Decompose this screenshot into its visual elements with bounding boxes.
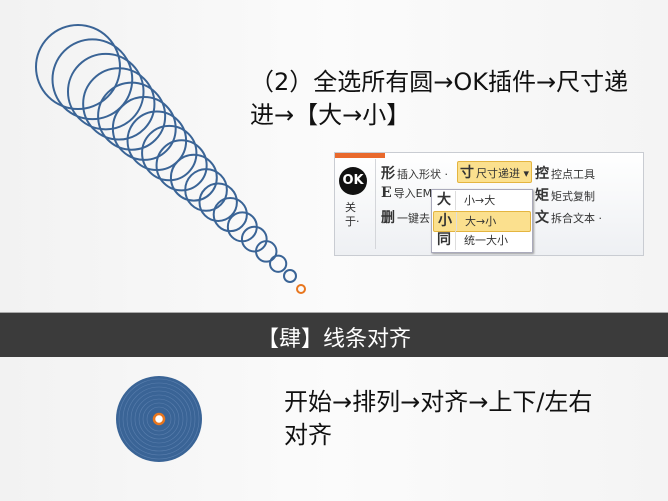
size-dropdown-menu: 大小→大 小大→小 同统一大小 bbox=[431, 189, 533, 253]
circle bbox=[254, 240, 278, 263]
menu-item-small-to-large[interactable]: 大小→大 bbox=[433, 191, 529, 210]
section-title: 【肆】线条对齐 bbox=[256, 327, 411, 352]
circle bbox=[82, 67, 156, 141]
ok-logo[interactable]: OK bbox=[339, 167, 367, 195]
decreasing-circles-graphic bbox=[35, 24, 306, 294]
circle bbox=[111, 96, 177, 161]
matrix-copy-button[interactable]: 矩矩式复制 bbox=[535, 188, 595, 204]
one-click-remove-button[interactable]: 删一键去 bbox=[381, 210, 430, 226]
ring bbox=[130, 390, 188, 448]
circle bbox=[66, 52, 145, 131]
menu-item-uniform-size[interactable]: 同统一大小 bbox=[433, 231, 529, 250]
menu-item-large-to-small[interactable]: 小大→小 bbox=[433, 211, 531, 232]
ring bbox=[134, 394, 184, 444]
ring bbox=[138, 398, 180, 440]
ribbon-active-tab bbox=[335, 153, 385, 158]
step-instruction: （2）全选所有圆→OK插件→尺寸递进→【大→小】 bbox=[250, 68, 629, 129]
shape-icon: 形 bbox=[381, 166, 395, 182]
about-button[interactable]: 关于· bbox=[345, 201, 360, 228]
chevron-down-icon[interactable]: ▾ bbox=[523, 167, 530, 180]
matrix-icon: 矩 bbox=[535, 188, 549, 204]
size-progression-button[interactable]: 寸尺寸递进 ▾ bbox=[457, 161, 533, 183]
align-instruction: 开始→排列→对齐→上下/左右对齐 bbox=[284, 388, 593, 449]
large-icon: 大 bbox=[433, 191, 456, 210]
circle bbox=[155, 139, 208, 192]
size-icon: 寸 bbox=[460, 165, 474, 181]
split-text-button[interactable]: 文拆合文本 · bbox=[535, 210, 602, 226]
circle bbox=[212, 196, 248, 233]
circle bbox=[283, 269, 297, 283]
handle-tool-button[interactable]: 控控点工具 bbox=[535, 166, 595, 182]
concentric-circles-graphic bbox=[116, 376, 202, 462]
ring bbox=[142, 402, 176, 436]
delete-icon: 删 bbox=[381, 210, 395, 226]
ring bbox=[122, 382, 196, 456]
orange-circle bbox=[296, 284, 306, 294]
ring bbox=[118, 378, 200, 460]
circle bbox=[141, 124, 198, 182]
e-icon: E bbox=[381, 185, 392, 201]
circle bbox=[169, 153, 218, 202]
circle bbox=[51, 38, 134, 121]
orange-center-circle bbox=[152, 412, 166, 426]
circle bbox=[269, 254, 288, 273]
circle bbox=[97, 81, 167, 151]
circle bbox=[198, 182, 238, 222]
insert-shape-button[interactable]: 形插入形状 · bbox=[381, 166, 448, 182]
circle bbox=[35, 24, 121, 110]
section-header-band: 【肆】线条对齐 bbox=[0, 312, 668, 357]
small-icon: 小 bbox=[434, 212, 457, 231]
same-icon: 同 bbox=[433, 231, 456, 250]
text-icon: 文 bbox=[535, 210, 549, 226]
ring bbox=[126, 386, 192, 452]
circle bbox=[184, 168, 228, 212]
circle bbox=[240, 225, 268, 253]
handle-icon: 控 bbox=[535, 166, 549, 182]
ring bbox=[146, 406, 172, 432]
